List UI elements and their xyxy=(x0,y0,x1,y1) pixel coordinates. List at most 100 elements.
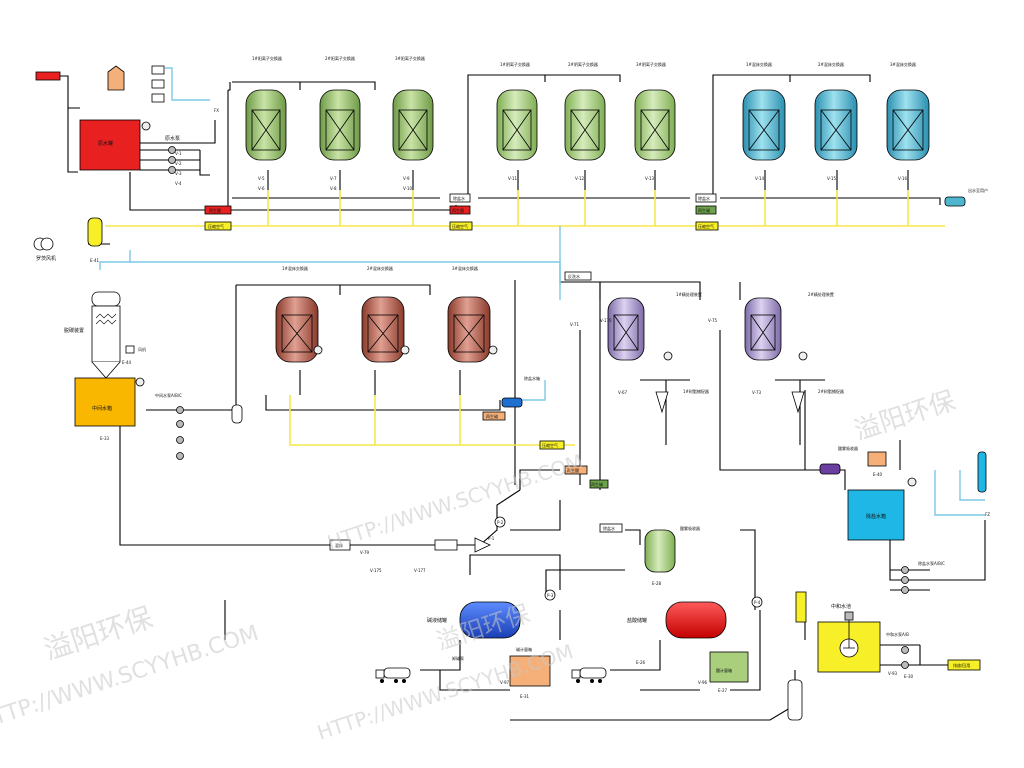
raw-pump-label: 原水泵 xyxy=(165,135,180,142)
acid-storage-tank[interactable] xyxy=(665,601,727,639)
ejector-1-label: P-1 xyxy=(488,536,495,541)
resin-trap-2[interactable] xyxy=(791,391,805,414)
ejector-1[interactable] xyxy=(474,537,491,553)
acid-fog-absorber[interactable] xyxy=(867,451,887,467)
pump-icon xyxy=(168,166,176,174)
watermark-layer: 溢阳环保 HTTP://WWW.SCYYHB.COM 溢阳环保 HTTP://W… xyxy=(0,386,959,745)
desalt-pump-label: 除盐水泵A/B/C xyxy=(918,560,945,566)
anion-exchanger-1[interactable] xyxy=(496,89,538,161)
middle-tank-label: 中间水箱 xyxy=(92,405,112,412)
box-water-1 xyxy=(449,193,471,203)
box-alkali-1 xyxy=(695,205,717,215)
polisher-1-label: 1#精处理装置 xyxy=(676,291,702,297)
valve-tag: V-4 xyxy=(175,181,182,186)
valve-tag: V-9 xyxy=(403,176,410,181)
pump-icon xyxy=(176,420,184,428)
alkali-storage-tank[interactable] xyxy=(459,601,521,639)
polisher-2-label: 2#精处理装置 xyxy=(808,291,834,297)
fz-tag: FZ xyxy=(985,512,990,517)
e28-label: E-28 xyxy=(652,581,662,586)
anion-exchanger-2[interactable] xyxy=(564,89,606,161)
valve-tag-group: V-1 V-2 V-3 V-4 V-5 V-6 V-7 V-8 V-9 V-10… xyxy=(175,151,907,685)
cation-exchanger-3[interactable] xyxy=(392,89,434,161)
box-acid-3 xyxy=(564,465,588,475)
acid-fog-tank[interactable] xyxy=(644,529,676,573)
gauge-polish-2 xyxy=(798,351,808,361)
e40-label: E-40 xyxy=(873,472,883,477)
box-out-2 xyxy=(501,397,523,408)
valve-tag: V-15 xyxy=(827,176,836,181)
polisher-2[interactable] xyxy=(744,297,782,361)
brown-exchanger-3[interactable] xyxy=(447,296,491,363)
level-gauge-raw xyxy=(141,121,151,131)
ejector-2[interactable] xyxy=(494,516,506,528)
gauge-brown-1 xyxy=(313,345,323,355)
brown-exchanger-1[interactable] xyxy=(275,296,319,363)
cation-exchanger-2[interactable] xyxy=(319,89,361,161)
tower-fan-label: 风机 xyxy=(138,346,146,352)
anion-exchanger-row: 1#阴离子交换器 2#阴离子交换器 3#阴离子交换器 xyxy=(496,61,676,161)
truck-left[interactable] xyxy=(375,667,411,683)
acid-storage-label: 盐酸储罐 xyxy=(627,617,647,624)
filter-small[interactable] xyxy=(231,404,243,424)
truck-right[interactable] xyxy=(571,667,607,683)
anion-2-label: 2#阴离子交换器 xyxy=(568,61,598,67)
neutral-pool-label: 中和水池 xyxy=(831,603,851,610)
valve-tag: V-2 xyxy=(175,161,182,166)
polisher-1[interactable] xyxy=(607,297,645,361)
brown-exchanger-row: 1#混床交换器 2#混床交换器 3#混床交换器 xyxy=(275,265,491,363)
cation-exchanger-1[interactable] xyxy=(245,89,287,161)
desalt-pump-group[interactable] xyxy=(901,566,909,594)
mixed-bed-2[interactable] xyxy=(814,89,858,161)
gauge-polish-1 xyxy=(663,351,673,361)
raw-pump-group[interactable] xyxy=(168,146,176,174)
drain-pit[interactable] xyxy=(787,679,803,721)
air-pipes xyxy=(105,190,945,446)
resin-trap-1[interactable] xyxy=(655,391,669,414)
trap-1-label: 1#树脂捕捉器 xyxy=(683,388,709,394)
valve-tag: V-11 xyxy=(508,176,517,181)
acid-dosing-tank[interactable] xyxy=(709,651,749,683)
hopper-icon xyxy=(107,65,125,91)
brown-exchanger-2[interactable] xyxy=(361,296,405,363)
pump-icon xyxy=(168,146,176,154)
middle-tank[interactable] xyxy=(74,377,136,427)
box-air-1-label: 压缩空气 xyxy=(208,223,224,229)
cation-2-label: 2#阳离子交换器 xyxy=(325,55,355,61)
middle-pump-group[interactable] xyxy=(176,406,184,460)
watermark-cn: 溢阳环保 xyxy=(851,386,959,447)
pump-icon xyxy=(901,576,909,584)
anion-exchanger-3[interactable] xyxy=(634,89,676,161)
salt-dosing-tank[interactable] xyxy=(509,655,551,687)
box-air-2-label: 压缩空气 xyxy=(452,223,468,229)
e26-label: E-26 xyxy=(636,660,646,665)
ejector-3[interactable] xyxy=(544,589,556,601)
mixer-box[interactable] xyxy=(329,539,351,551)
pump-icon xyxy=(901,646,909,654)
ejector-3-label: P-3 xyxy=(547,593,554,598)
mix-1-label: 1#混床交换器 xyxy=(746,61,772,67)
salt-dosing-label: 碱计量箱 xyxy=(516,646,532,652)
watermark-url: HTTP://WWW.SCYYHB.COM xyxy=(314,639,576,745)
valve-tag: V-16 xyxy=(898,176,907,181)
mixed-bed-3[interactable] xyxy=(886,89,930,161)
air-buffer-tank[interactable] xyxy=(87,217,103,247)
cation-1-label: 1#阳离子交换器 xyxy=(252,55,282,61)
raw-water-tank[interactable] xyxy=(79,119,141,171)
air-buffer-label: E-41 xyxy=(90,258,100,263)
watermark-url: HTTP://WWW.SCYYHB.COM xyxy=(324,449,586,555)
decarbonizer-tower[interactable] xyxy=(91,291,121,379)
outlet-1-label: 出水至用户 xyxy=(968,187,988,193)
tower-fan-icon[interactable] xyxy=(125,345,135,354)
desalt-tank-label: 除盐水箱 xyxy=(866,513,886,520)
neutral-pump-group[interactable] xyxy=(901,646,909,669)
valve-tag: V-7 xyxy=(330,176,337,181)
right-side-tank[interactable] xyxy=(977,451,987,493)
box-acid-1-label: 再生酸 xyxy=(209,207,221,213)
mixer-box-2[interactable] xyxy=(434,539,458,551)
valve-tag: V-170 xyxy=(600,318,612,323)
ejector-4[interactable] xyxy=(751,596,763,608)
desalt-tank[interactable] xyxy=(847,489,905,541)
mixed-bed-1[interactable] xyxy=(742,89,786,161)
